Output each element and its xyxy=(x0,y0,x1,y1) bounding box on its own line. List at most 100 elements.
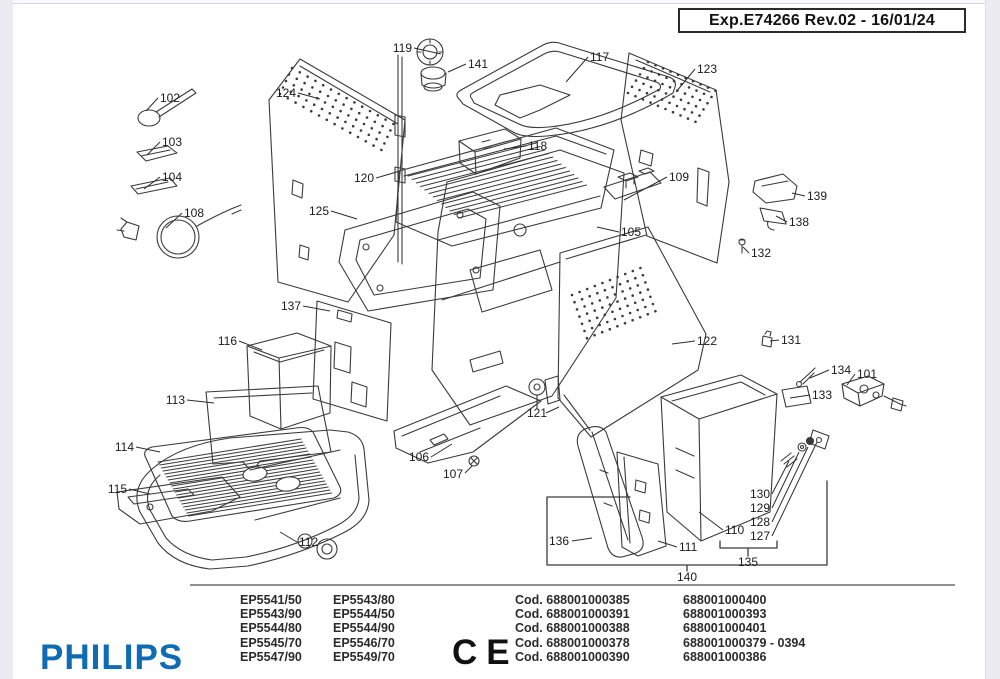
part-label-133: 133 xyxy=(812,388,832,402)
grill-slot xyxy=(415,149,545,184)
vent-dot xyxy=(323,101,327,104)
leader-line-122 xyxy=(671,340,696,345)
vent-dot xyxy=(706,86,710,89)
part-label-107: 107 xyxy=(443,467,463,481)
vent-dot xyxy=(653,95,656,98)
part-label-122: 122 xyxy=(697,334,717,348)
leader-line-137 xyxy=(302,305,331,312)
bracket-135 xyxy=(719,540,778,557)
vent-dot xyxy=(570,293,574,297)
vent-dot xyxy=(646,60,650,64)
part-label-131: 131 xyxy=(781,333,801,347)
vent-dot xyxy=(646,312,650,316)
vent-dot xyxy=(608,278,612,282)
vent-dot xyxy=(314,79,317,83)
vent-dot xyxy=(686,117,690,120)
revision-title-text: Exp.E74266 Rev.02 - 16/01/24 xyxy=(709,12,935,29)
part-121-valve-mechanism xyxy=(528,375,561,410)
vent-dot xyxy=(289,90,293,94)
vent-dot xyxy=(638,315,642,319)
part-134-pin xyxy=(795,367,816,388)
vent-dot xyxy=(353,101,356,104)
leader-line-117 xyxy=(565,56,589,83)
table-cell: Cod. 688001000388 xyxy=(515,621,630,636)
vent-dot xyxy=(633,301,637,305)
vent-dot xyxy=(691,79,695,83)
leader-line-108 xyxy=(165,212,183,229)
leader-line-102 xyxy=(145,97,159,112)
vent-dot xyxy=(287,73,291,76)
vent-dot xyxy=(321,83,325,87)
vent-dot xyxy=(303,81,306,85)
vent-dot xyxy=(331,105,335,109)
vent-dot xyxy=(669,70,672,73)
vent-dot xyxy=(634,79,638,82)
vent-dot xyxy=(664,92,668,95)
part-label-135: 135 xyxy=(738,555,758,569)
vent-dot xyxy=(675,104,679,108)
part-103-brush xyxy=(136,145,178,162)
leader-line-133 xyxy=(789,394,811,399)
vent-dot xyxy=(698,98,702,102)
vent-dot xyxy=(639,291,642,294)
bracket-140 xyxy=(546,480,828,572)
vent-dot xyxy=(284,79,288,83)
vent-dot xyxy=(611,285,614,289)
part-label-104: 104 xyxy=(162,170,182,184)
leader-line-107 xyxy=(464,465,473,474)
vent-dot xyxy=(695,89,698,92)
vent-dot xyxy=(290,66,294,70)
grate-slot xyxy=(174,468,319,493)
vent-dot xyxy=(593,309,596,312)
part-label-128: 128 xyxy=(750,515,770,529)
vent-dot xyxy=(341,127,344,130)
vent-dot xyxy=(690,111,694,114)
leader-line-115 xyxy=(128,488,151,495)
leader-line-139 xyxy=(791,192,806,197)
leader-line-116 xyxy=(238,340,263,351)
part-110-brew-group-housing xyxy=(660,374,778,542)
vent-dot xyxy=(672,95,675,98)
grate-slot xyxy=(183,483,327,508)
vent-dot xyxy=(386,135,389,139)
vent-dot xyxy=(641,273,645,277)
vent-dot xyxy=(676,73,680,77)
table-cell: 688001000379 - 0394 xyxy=(683,635,806,650)
vent-dot xyxy=(339,109,342,113)
vent-dot xyxy=(660,98,664,101)
part-107-screw xyxy=(468,455,480,467)
vent-dot xyxy=(626,91,630,95)
vent-dot xyxy=(598,299,602,302)
part-label-130: 130 xyxy=(750,487,770,501)
vent-dot xyxy=(630,85,634,89)
leader-line-106 xyxy=(430,443,453,458)
vent-dot xyxy=(297,94,300,98)
part-label-119: 119 xyxy=(393,41,412,55)
leader-line-104 xyxy=(143,176,161,190)
part-133-label-plate xyxy=(781,385,812,408)
table-cell: Cod. 688001000390 xyxy=(515,649,630,664)
vent-dot xyxy=(309,109,313,113)
vent-dot xyxy=(631,269,635,273)
vent-dot xyxy=(601,306,604,309)
vent-dot xyxy=(359,129,363,132)
vent-dot xyxy=(364,140,368,143)
vent-dot xyxy=(317,114,321,117)
table-cell: EP5545/70 xyxy=(240,635,302,650)
table-cell: 688001000386 xyxy=(683,649,767,664)
vent-dot xyxy=(661,82,664,86)
leader-line-105 xyxy=(596,226,620,233)
vent-dot xyxy=(573,300,576,304)
part-label-140: 140 xyxy=(677,570,697,584)
part-125-front-bezel-frame xyxy=(338,191,501,312)
vent-dot xyxy=(613,293,617,296)
vent-dot xyxy=(621,314,624,318)
grill-slot xyxy=(449,177,579,212)
part-label-105: 105 xyxy=(621,225,641,239)
vent-dot xyxy=(636,284,640,287)
vent-dot xyxy=(710,95,713,99)
